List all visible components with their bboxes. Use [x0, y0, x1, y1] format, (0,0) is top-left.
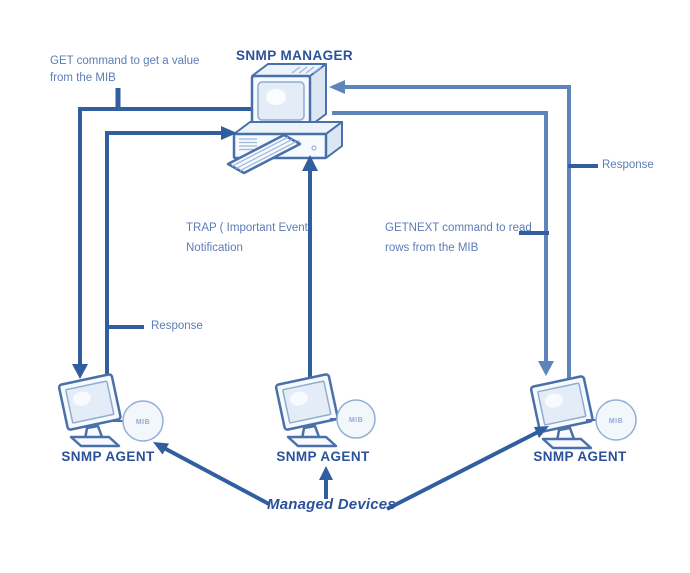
getnext-line: [332, 111, 548, 361]
manager-monitor: [250, 63, 327, 128]
getnext-label: GETNEXT command to read rows from the MI…: [385, 222, 532, 254]
managed-devices-label: Managed Devices: [267, 496, 396, 513]
managed-devices-line-right: [386, 430, 539, 511]
getnext-arrowhead: [538, 361, 554, 376]
response-right-arrowhead: [329, 80, 345, 94]
snmp-agent-right-monitor: [529, 374, 595, 450]
mib-circle-left: MIB: [112, 400, 164, 442]
snmp-manager-title: SNMP MANAGER: [236, 48, 354, 63]
snmp-agent-middle-title: SNMP AGENT: [276, 449, 370, 464]
get-command-line: [78, 107, 262, 366]
trap-arrowhead: [302, 155, 318, 171]
managed-devices-line-left: [163, 446, 270, 506]
response-left-line: [105, 131, 222, 390]
snmp-agent-left-title: SNMP AGENT: [61, 449, 155, 464]
mib-circle-right: MIB: [586, 399, 637, 441]
response-left-arrowhead: [221, 126, 237, 140]
get-command-label: GET command to get a value from the MIB: [50, 55, 200, 84]
manager-keyboard: [226, 133, 302, 175]
get-command-arrowhead: [72, 364, 88, 379]
response-left-label: Response: [151, 320, 203, 332]
mib-circle-middle: MIB: [330, 399, 376, 439]
response-right-label: Response: [602, 159, 654, 171]
snmp-agent-middle-monitor: [274, 372, 340, 448]
response-right-line: [344, 85, 571, 384]
mib-label-middle: MIB: [349, 417, 363, 424]
managed-devices-arrowhead-middle: [319, 466, 333, 480]
snmp-manager-computer: [226, 63, 343, 175]
managed-devices-arrowhead-right: [534, 426, 549, 438]
snmp-agent-left-monitor: [57, 372, 123, 448]
trap-label: TRAP ( Important Event Notification: [186, 222, 308, 254]
snmp-agent-right-title: SNMP AGENT: [533, 449, 627, 464]
mib-label-left: MIB: [136, 419, 150, 426]
managed-devices-arrowhead-left: [153, 442, 169, 455]
mib-label-right: MIB: [609, 418, 623, 425]
